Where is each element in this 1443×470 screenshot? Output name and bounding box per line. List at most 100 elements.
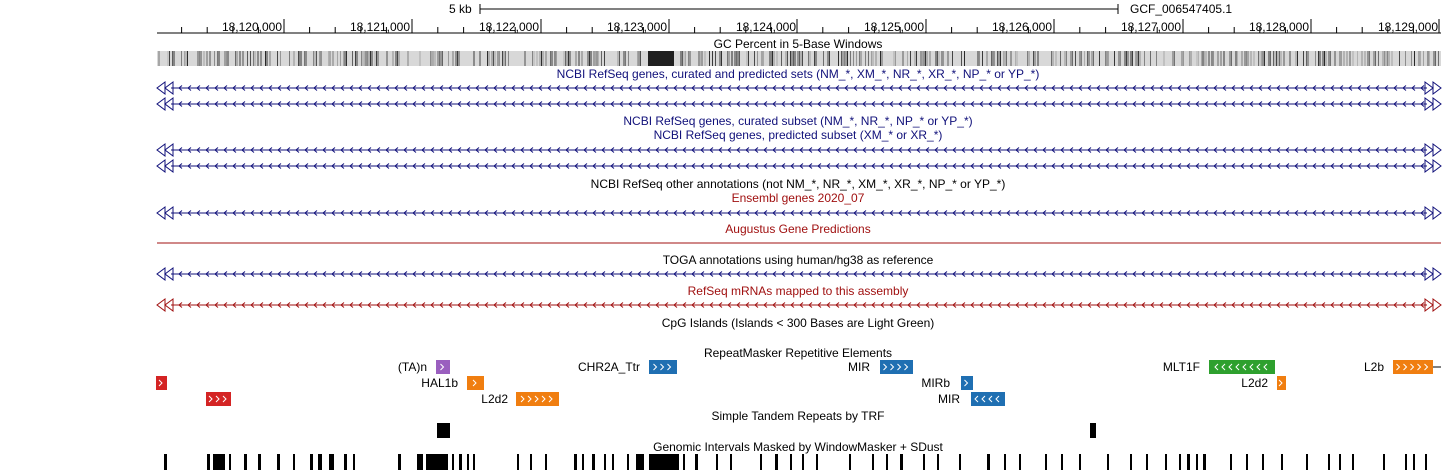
gc-bar — [541, 51, 542, 66]
strand-arrow — [1006, 147, 1011, 153]
strand-arrow — [574, 302, 579, 308]
repeat-label-hal1b[interactable]: HAL1b — [421, 376, 458, 390]
track-title-repeatmasker[interactable]: RepeatMasker Repetitive Elements — [703, 346, 893, 360]
track-title-refseq-other[interactable]: NCBI RefSeq other annotations (not NM_*,… — [590, 177, 1006, 191]
gc-bar — [1106, 51, 1108, 66]
repeat-label-mir[interactable]: MIR — [848, 360, 870, 374]
gc-bar — [502, 51, 503, 66]
strand-arrow — [1186, 210, 1191, 216]
gc-bar — [875, 51, 877, 66]
track-title-windowmasker[interactable]: Genomic Intervals Masked by WindowMasker… — [653, 440, 943, 454]
strand-arrow — [547, 163, 552, 169]
repeat-label-ta-n[interactable]: (TA)n — [397, 360, 427, 374]
strand-arrow — [394, 210, 399, 216]
repeat-label-l2d2[interactable]: L2d2 — [1241, 376, 1268, 390]
strand-arrow — [979, 210, 984, 216]
gc-bar — [625, 51, 626, 66]
track-title-refseq-curated[interactable]: NCBI RefSeq genes, curated subset (NM_*,… — [623, 114, 973, 128]
track-title-ensembl[interactable]: Ensembl genes 2020_07 — [731, 191, 865, 205]
strand-arrow — [1339, 163, 1344, 169]
strand-arrow — [772, 147, 777, 153]
strand-arrow — [637, 302, 642, 308]
track-title-gc-percent[interactable]: GC Percent in 5-Base Windows — [713, 37, 883, 51]
strand-arrow — [1114, 302, 1119, 308]
gc-bar — [761, 51, 763, 66]
repeat-label-mir[interactable]: MIR — [938, 392, 960, 406]
windowmasker-block — [1306, 454, 1308, 470]
strand-arrow — [178, 210, 183, 216]
gc-bar — [1208, 51, 1210, 66]
gc-bar — [1118, 51, 1120, 66]
gc-bar — [845, 51, 847, 66]
gc-bar — [842, 51, 844, 66]
track-title-augustus[interactable]: Augustus Gene Predictions — [725, 222, 871, 236]
gc-bar — [1405, 51, 1406, 66]
strand-arrow — [547, 101, 552, 107]
strand-arrow — [1024, 210, 1029, 216]
gc-bar — [1328, 51, 1330, 66]
strand-arrow — [313, 101, 318, 107]
gc-bar — [727, 51, 728, 66]
strand-arrow — [493, 271, 498, 277]
strand-arrow — [1159, 163, 1164, 169]
strand-arrow — [313, 85, 318, 91]
strand-arrow — [1033, 163, 1038, 169]
strand-arrow — [790, 101, 795, 107]
repeat-label-mlt1f[interactable]: MLT1F — [1162, 360, 1200, 374]
strand-arrow — [682, 101, 687, 107]
strand-arrow — [835, 271, 840, 277]
strand-arrow — [916, 147, 921, 153]
strand-arrow — [1006, 85, 1011, 91]
repeat-label-mirb[interactable]: MIRb — [921, 376, 950, 390]
gc-bar — [601, 51, 602, 66]
windowmasker-block — [258, 454, 261, 470]
track-title-trf[interactable]: Simple Tandem Repeats by TRF — [711, 409, 885, 423]
strand-arrow — [952, 85, 957, 91]
strand-arrow — [205, 101, 210, 107]
strand-arrow — [1393, 101, 1398, 107]
strand-arrow — [718, 147, 723, 153]
strand-arrow — [439, 101, 444, 107]
strand-arrow — [304, 101, 309, 107]
repeat-label-chr2a-ttr[interactable]: CHR2A_Ttr — [577, 360, 640, 374]
gc-bar — [748, 51, 749, 66]
track-title-refseq-predicted[interactable]: NCBI RefSeq genes, predicted subset (XM_… — [653, 128, 943, 142]
gc-bar — [604, 51, 605, 66]
gc-bar — [1172, 51, 1174, 66]
repeat-label-l2d2[interactable]: L2d2 — [481, 392, 508, 406]
track-title-refseq-all[interactable]: NCBI RefSeq genes, curated and predicted… — [556, 67, 1040, 81]
gc-bar — [1384, 51, 1385, 66]
track-title-toga[interactable]: TOGA annotations using human/hg38 as ref… — [662, 253, 934, 267]
windowmasker-block — [353, 454, 355, 470]
strand-arrow — [808, 302, 813, 308]
strand-arrow — [817, 85, 822, 91]
gc-bar — [197, 51, 199, 66]
strand-arrow — [304, 147, 309, 153]
strand-arrow — [313, 147, 318, 153]
strand-arrow — [1276, 101, 1281, 107]
strand-arrow — [1357, 101, 1362, 107]
gene-start-arrow — [156, 267, 166, 281]
windowmasker-block — [1004, 454, 1006, 470]
gc-bar — [1223, 51, 1225, 66]
track-title-cpg-islands[interactable]: CpG Islands (Islands < 300 Bases are Lig… — [661, 316, 935, 330]
track-title-refseq-mrna[interactable]: RefSeq mRNAs mapped to this assembly — [687, 284, 909, 298]
gc-bar — [1246, 51, 1247, 66]
strand-arrow — [1420, 163, 1425, 169]
strand-arrow — [637, 85, 642, 91]
strand-arrow — [565, 147, 570, 153]
strand-arrow — [205, 271, 210, 277]
strand-arrow — [223, 271, 228, 277]
strand-arrow — [340, 210, 345, 216]
strand-arrow — [277, 163, 282, 169]
gc-bar — [1268, 51, 1270, 66]
strand-arrow — [1141, 210, 1146, 216]
gc-bar — [1081, 51, 1082, 66]
repeat-label-l2b[interactable]: L2b — [1363, 360, 1384, 374]
windowmasker-block — [426, 454, 448, 470]
strand-arrow — [889, 302, 894, 308]
strand-arrow — [277, 271, 282, 277]
gc-bar — [1433, 51, 1435, 66]
